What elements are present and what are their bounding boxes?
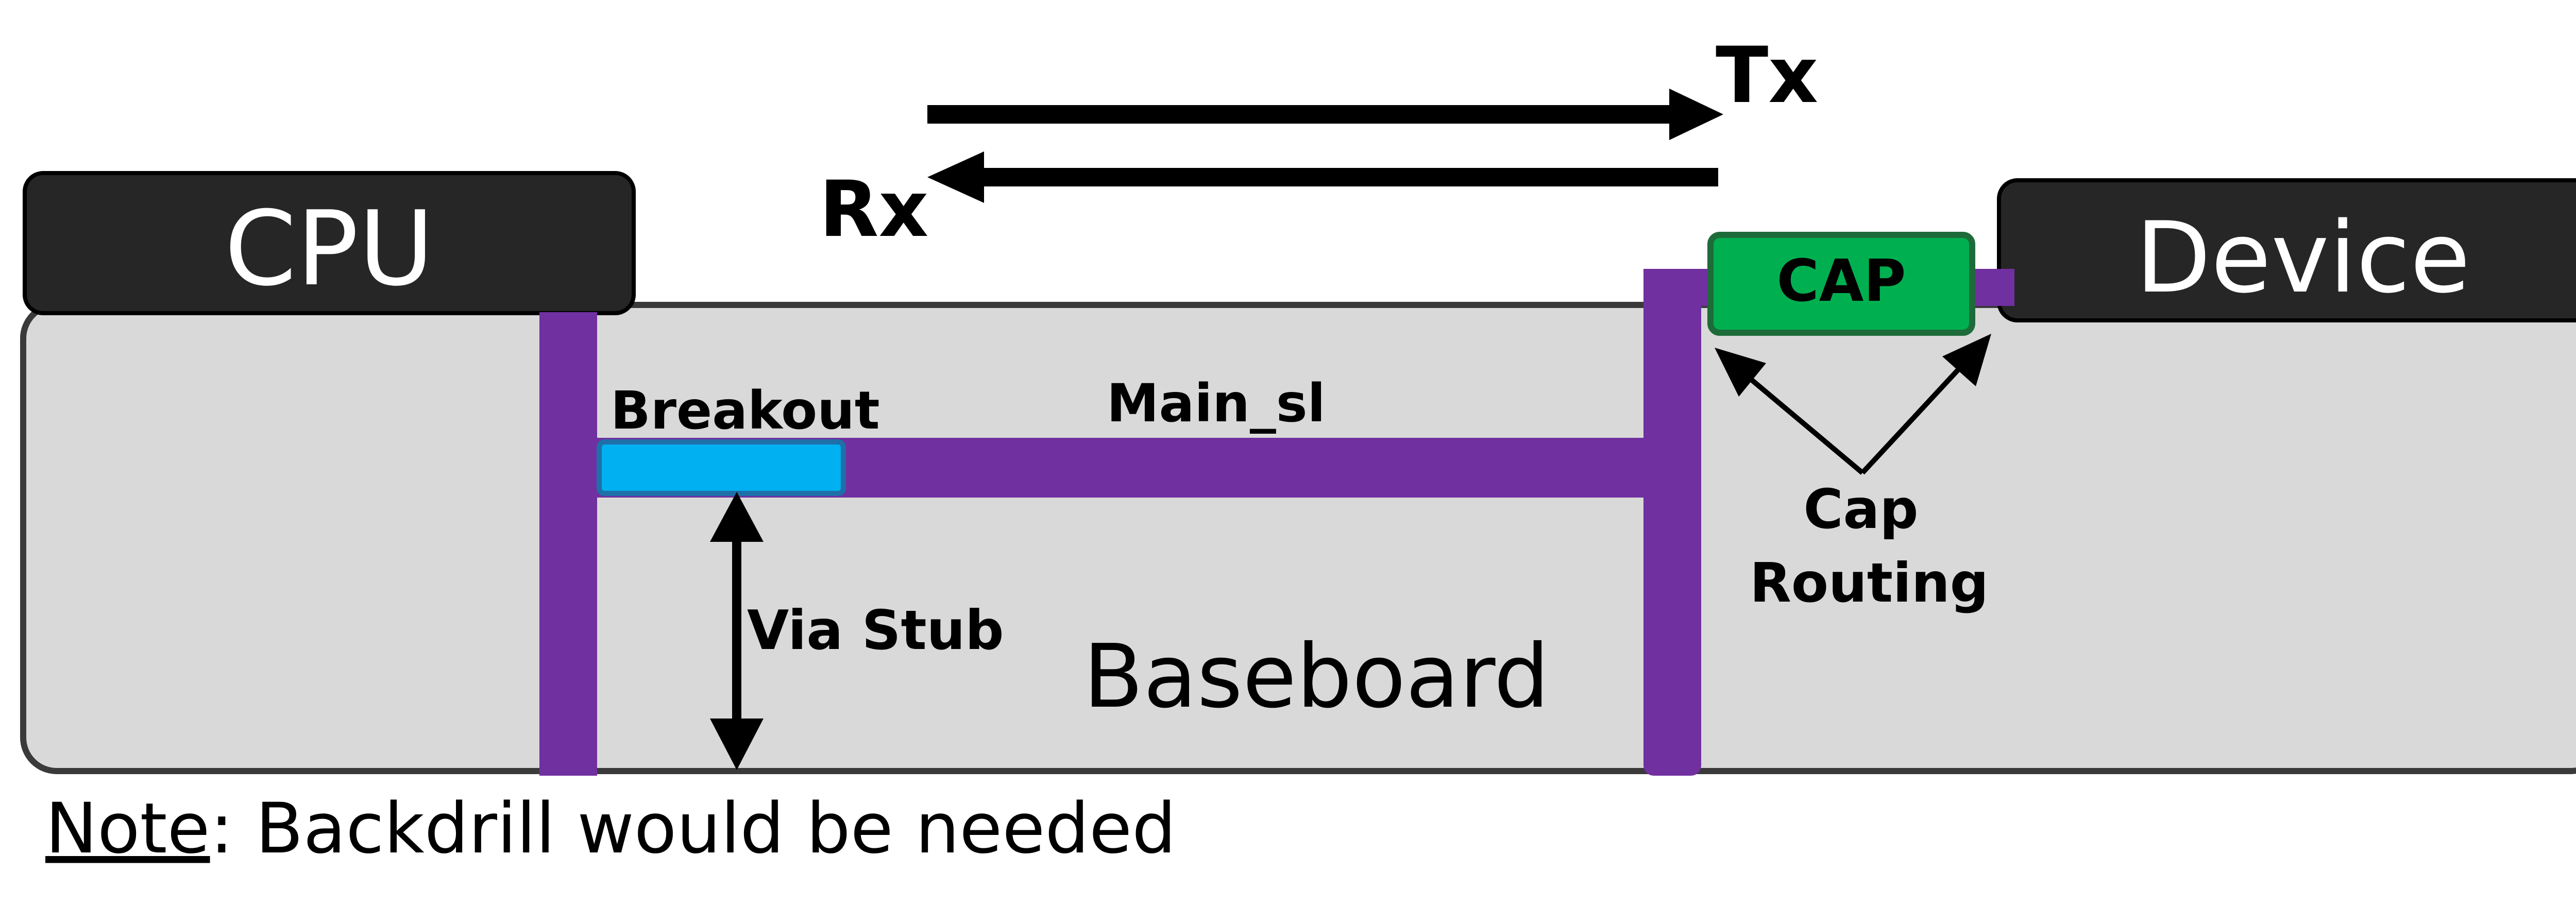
note-text: : Backdrill would be needed xyxy=(210,788,1176,869)
cap-routing-arrowhead-left xyxy=(1715,348,1766,397)
breakout-segment xyxy=(597,439,846,496)
baseboard-label: Baseboard xyxy=(1083,626,1550,728)
via-stub-arrowhead-top xyxy=(710,492,764,542)
device-chip xyxy=(1997,178,2576,322)
device-via xyxy=(1643,269,1701,776)
cap-routing-label-line2: Routing xyxy=(1750,552,1989,614)
device-label: Device xyxy=(2136,201,2470,315)
via-stub-label: Via Stub xyxy=(747,599,1004,662)
note-prefix: Note xyxy=(45,788,210,869)
main-sl-label: Main_sl xyxy=(1107,373,1326,434)
cpu-via xyxy=(539,312,597,776)
note: Note: Backdrill would be needed xyxy=(45,788,1176,869)
cap-label: CAP xyxy=(1777,248,1906,315)
cpu-label: CPU xyxy=(225,189,434,309)
cap-routing-arrowhead-right xyxy=(1942,334,1991,386)
via-stub-arrowhead-bottom xyxy=(710,719,764,770)
cap-routing-arrow-right xyxy=(1860,364,1964,475)
rx-label: Rx xyxy=(819,165,928,254)
tx-arrowhead xyxy=(1669,89,1723,140)
tx-label: Tx xyxy=(1716,31,1818,121)
cap-routing-label-line1: Cap xyxy=(1803,478,1918,541)
cap-component xyxy=(1707,232,1975,336)
cap-routing-arrow-left xyxy=(1742,371,1865,475)
cpu-chip xyxy=(23,171,636,315)
rx-arrowhead xyxy=(927,151,984,203)
baseboard xyxy=(20,302,2576,774)
breakout-label: Breakout xyxy=(611,380,880,441)
